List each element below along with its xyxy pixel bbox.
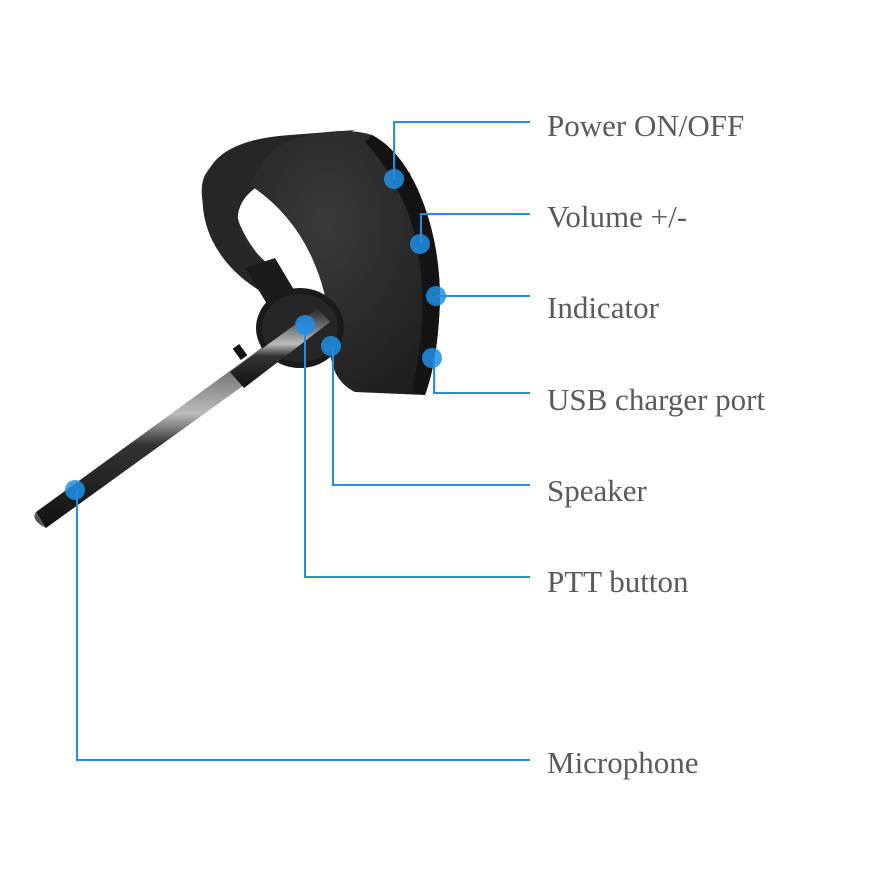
callout-dots: [65, 169, 446, 500]
label-volume: Volume +/-: [547, 199, 688, 234]
callout-dot-microphone: [65, 480, 85, 500]
callout-line-speaker: [332, 346, 530, 486]
label-indicator: Indicator: [547, 290, 659, 325]
callout-dot-speaker: [321, 336, 341, 356]
headset-body: [250, 131, 440, 395]
callout-line-volume: [420, 213, 530, 243]
callout-line-ptt: [304, 326, 530, 578]
callout-line-power: [393, 121, 530, 180]
label-power: Power ON/OFF: [547, 108, 745, 143]
callout-dot-volume: [410, 234, 430, 254]
label-speaker: Speaker: [547, 473, 647, 508]
label-usb-charger-port: USB charger port: [547, 382, 766, 417]
callout-line-usb: [433, 358, 530, 394]
callout-line-microphone: [76, 490, 530, 761]
callout-dot-indicator: [426, 286, 446, 306]
callout-dot-usb: [422, 348, 442, 368]
callout-dot-ptt: [295, 315, 315, 335]
label-ptt-button: PTT button: [547, 564, 689, 599]
label-microphone: Microphone: [547, 745, 699, 780]
callout-dot-power: [384, 169, 404, 189]
power-button: [403, 173, 410, 187]
callout-lines: [76, 121, 530, 761]
